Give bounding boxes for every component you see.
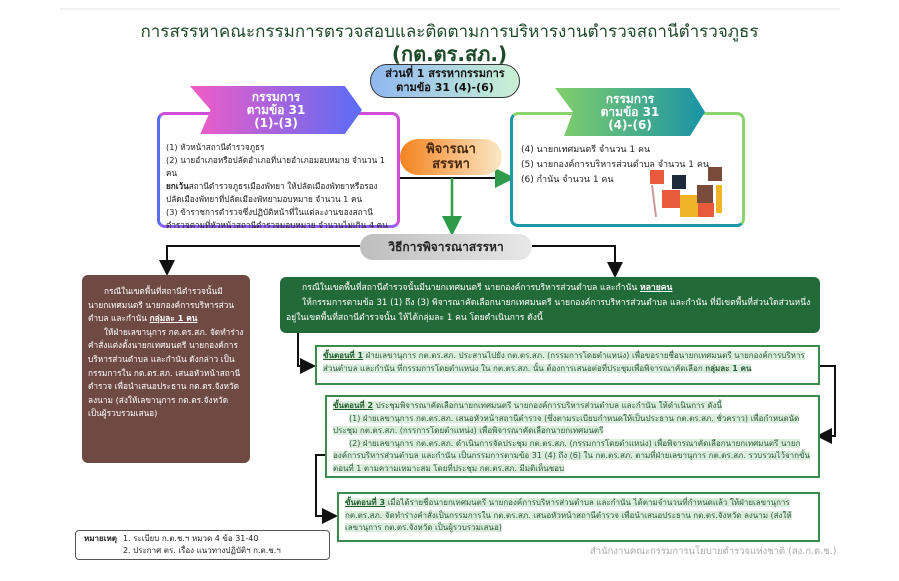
step-emphasis: กลุ่มละ 1 คน: [705, 363, 752, 373]
step-label: ขั้นตอนที่ 2: [333, 401, 374, 410]
ribbon-line: กรรมการ: [251, 90, 301, 104]
step-label: ขั้นตอนที่ 3: [345, 498, 386, 507]
page-subtitle: (กต.ตร.สภ.): [391, 42, 508, 66]
arrow-right-branch: [532, 245, 623, 278]
single-candidate-case: กรณีในเขตพื้นที่สถานีตำรวจนั้นมี นายกเทศ…: [82, 275, 250, 463]
footer-credit: สำนักงานคณะกรรมการนโยบายตำรวจแห่งชาติ (ส…: [590, 546, 837, 557]
case-emphasis: กลุ่มละ 1 คน: [149, 313, 198, 324]
label-line: พิจารณา: [426, 142, 476, 157]
committee-item: (1) หัวหน้าสถานีตำรวจภูธร: [166, 142, 265, 152]
method-label: วิธีการพิจารณาสรรหา: [360, 234, 532, 260]
case-emphasis: หลายคน: [639, 283, 673, 293]
committee-item: (2) นายอำเภอหรือปลัดอำเภอที่นายอำเภอมอบห…: [166, 155, 386, 178]
top-divider: [60, 8, 840, 10]
committee-item: (6) กำนัน จำนวน 1 คน: [521, 175, 614, 185]
committee-item: ยกเว้นสถานีตำรวจภูธรเมืองพัทยา ให้ปลัดเม…: [166, 180, 391, 206]
exception-label: ยกเว้น: [166, 181, 189, 191]
case-intro: กรณีในเขตพื้นที่สถานีตำรวจนั้นมี นายกเทศ…: [88, 286, 235, 324]
step-sub-item: (2) ฝ่ายเลขานุการ กต.ตร.สภ. ดำเนินการจัด…: [333, 438, 810, 473]
step-text: ประชุมพิจารณาคัดเลือกนายกเทศมนตรี นายกอง…: [373, 401, 722, 410]
ribbon-line: (4)-(6): [608, 118, 652, 132]
note-item: 1. ระเบียบ ก.ต.ช.ฯ หมวด 4 ข้อ 31-40: [122, 534, 259, 543]
committee-item: (5) นายกองค์การบริหารส่วนตำบล จำนวน 1 คน: [521, 160, 710, 170]
note-label: หมายเหตุ: [84, 534, 117, 543]
ribbon-line: ตามข้อ 31: [600, 105, 660, 119]
section-pill: ส่วนที่ 1 สรรหากรรมการตามข้อ 31 (4)-(6): [370, 64, 520, 98]
step-3-box: ขั้นตอนที่ 3 เมื่อได้รายชื่อนายกเทศมนตรี…: [337, 492, 820, 542]
case-body: ให้ฝ่ายเลขานุการ กต.ตร.สภ. จัดทำร่างคำสั…: [88, 326, 244, 419]
page-title: การสรรหาคณะกรรมการตรวจสอบและติดตามการบริ…: [140, 22, 759, 42]
note-item: 2. ประกาศ ตร. เรื่อง แนวทางปฏิบัติฯ ก.ต.…: [122, 546, 281, 555]
case-body: ให้กรรมการตามข้อ 31 (1) ถึง (3) พิจารณาค…: [286, 298, 811, 323]
consider-select-label: พิจารณาสรรหา: [400, 139, 502, 175]
section-pill-line2: ตามข้อ 31 (4)-(6): [396, 81, 494, 94]
ribbon-line: กรรมการ: [605, 92, 655, 106]
committee-item: (3) ข้าราชการตำรวจซึ่งปฏิบัติหน้าที่ในแต…: [166, 207, 388, 230]
step-text: ฝ่ายเลขานุการ กต.ตร.สภ. ประสานไปยัง กต.ต…: [323, 351, 805, 373]
step-2-box: ขั้นตอนที่ 2 ประชุมพิจารณาคัดเลือกนายกเท…: [325, 395, 820, 478]
step-sub-item: (1) ฝ่ายเลขานุการ กต.ตร.สภ. เสนอหัวหน้าส…: [333, 413, 800, 435]
label-line: สรรหา: [432, 157, 470, 172]
committee-item: (4) นายกเทศมนตรี จำนวน 1 คน: [521, 145, 651, 155]
case-intro: กรณีในเขตพื้นที่สถานีตำรวจนั้นมีนายกเทศม…: [302, 283, 640, 293]
step-1-box: ขั้นตอนที่ 1 ฝ่ายเลขานุการ กต.ตร.สภ. ประ…: [315, 345, 820, 385]
ribbon-line: (1)-(3): [254, 116, 298, 130]
step-text: เมื่อได้รายชื่อนายกเทศมนตรี นายกองค์การบ…: [345, 498, 792, 532]
ribbon-committee-1-3: กรรมการตามข้อ 31(1)-(3): [190, 86, 362, 134]
exception-text: สถานีตำรวจภูธรเมืองพัทยา ให้ปลัดเมืองพัท…: [166, 181, 378, 204]
multiple-candidate-case: กรณีในเขตพื้นที่สถานีตำรวจนั้นมีนายกเทศม…: [280, 277, 820, 333]
section-pill-line1: ส่วนที่ 1 สรรหากรรมการ: [385, 67, 505, 80]
note-box: หมายเหตุ 1. ระเบียบ ก.ต.ช.ฯ หมวด 4 ข้อ 31…: [75, 530, 330, 560]
puzzle-illustration: [650, 167, 722, 218]
step-label: ขั้นตอนที่ 1: [323, 351, 364, 360]
arrow-left-branch: [159, 245, 360, 276]
ribbon-committee-4-6: กรรมการตามข้อ 31(4)-(6): [555, 88, 705, 136]
ribbon-line: ตามข้อ 31: [246, 103, 306, 117]
